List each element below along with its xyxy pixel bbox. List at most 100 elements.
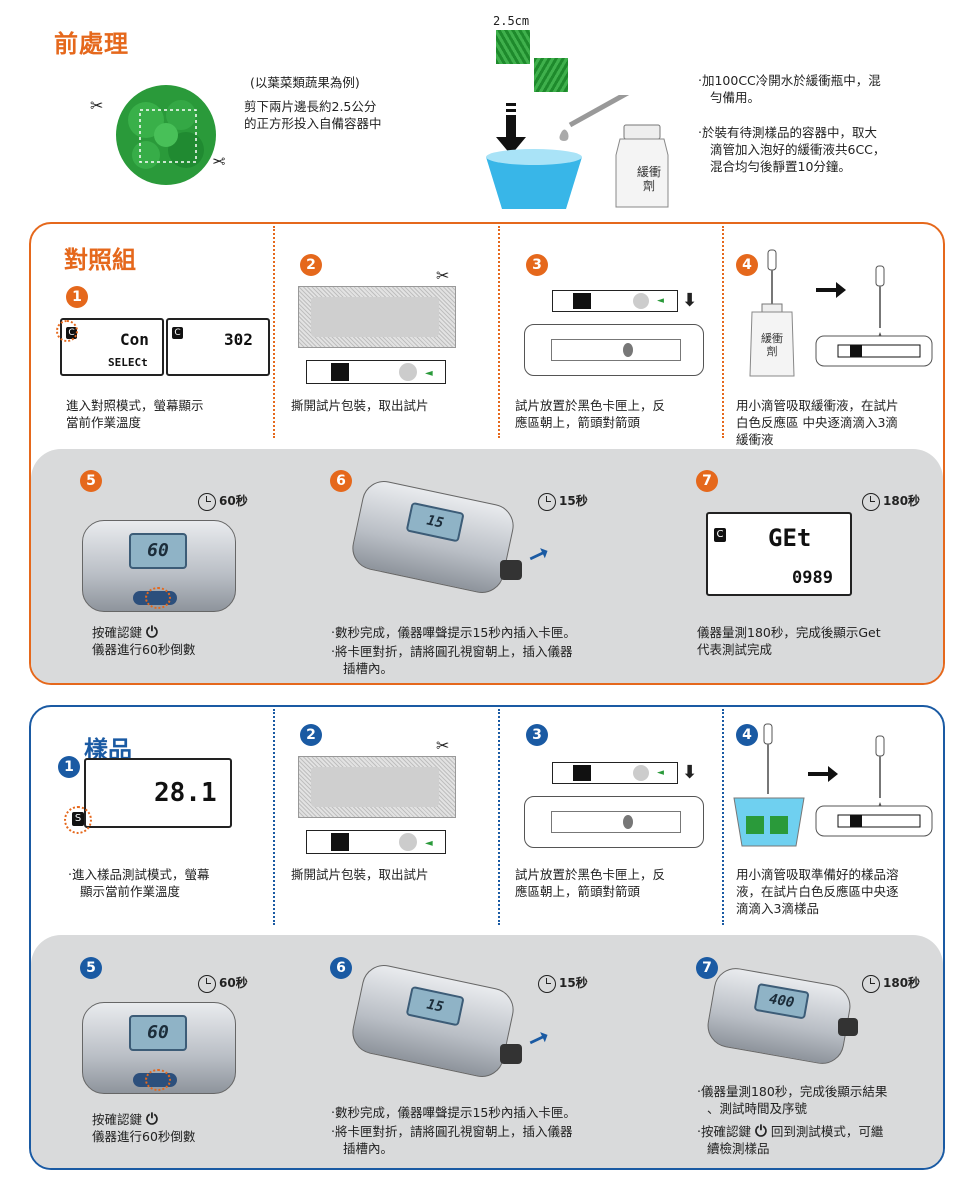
scissors-icon: ✂ [212, 152, 226, 171]
control-s7-text-2: 代表測試完成 [697, 642, 773, 657]
clock-icon [198, 492, 216, 511]
control-s3-text-1: 試片放置於黑色卡匣上，反 [515, 398, 666, 413]
leaf-square [496, 30, 530, 64]
control-s5-text-2: 儀器進行60秒倒數 [92, 642, 196, 657]
test-strip: ◄ [552, 290, 678, 312]
control-panel [29, 222, 945, 685]
lcd-con-text: Con [120, 330, 149, 349]
sample-panel [29, 705, 945, 1170]
step-2-badge: 2 [300, 254, 322, 276]
power-icon: ⏻ [146, 623, 158, 641]
cartridge-slot [500, 1044, 522, 1064]
sample-s6-text-3: 插槽內。 [343, 1141, 394, 1156]
sample-s7-text-3: ‧按確認鍵 ⏻ 回到測試模式，可繼 [697, 1122, 884, 1140]
test-strip: ◄ [552, 762, 678, 784]
strip-package [298, 756, 456, 818]
cartridge-slot [838, 1018, 858, 1036]
timer-60: 60秒 [198, 492, 248, 511]
buffer-bottle-label: 緩衝劑 [761, 332, 783, 358]
pre-note2-line1: ‧於裝有待測樣品的容器中，取大 [698, 125, 877, 140]
test-strip: ◄ [306, 830, 446, 854]
control-s2-text: 撕開試片包裝，取出試片 [291, 398, 429, 413]
step-5-badge: 5 [80, 957, 102, 979]
cartridge [524, 796, 704, 848]
power-icon: ⏻ [754, 1122, 767, 1140]
control-s4-text-2: 白色反應區 中央逐滴滴入3滴 [736, 415, 898, 430]
pre-cut-text-1: 剪下兩片邊長約2.5公分 [244, 99, 377, 114]
timer-180: 180秒 [862, 974, 920, 993]
step-7-badge: 7 [696, 470, 718, 492]
step-1-badge: 1 [66, 286, 88, 308]
test-strip: ◄ [306, 360, 446, 384]
mode-c-icon: C [714, 528, 726, 542]
sample-s3-text-1: 試片放置於黑色卡匣上，反 [515, 867, 666, 882]
mode-c-icon: C [172, 327, 183, 339]
highlight-circle [56, 320, 78, 342]
lcd-get-text: GEt [768, 524, 812, 552]
sample-s1-text-2: 顯示當前作業溫度 [80, 884, 181, 899]
sample-s6-text-1: ‧數秒完成，儀器嗶聲提示15秒內插入卡匣。 [331, 1105, 576, 1120]
dropper-illustration [749, 249, 933, 377]
mode-s-icon: S [72, 812, 84, 826]
sample-s5-text-1: 按確認鍵 ⏻ [92, 1110, 158, 1128]
pre-note1-line1: ‧加100CC冷開水於緩衝瓶中，混 [698, 73, 881, 88]
dropper-illustration [733, 723, 933, 847]
analyzer-device: 60 [82, 1002, 236, 1094]
pre-cut-text-2: 的正方形投入自備容器中 [244, 116, 382, 131]
step-1-badge: 1 [58, 756, 80, 778]
cartridge-slot [500, 560, 522, 580]
control-s4-text-1: 用小滴管吸取緩衝液，在試片 [736, 398, 899, 413]
power-icon: ⏻ [146, 1110, 158, 1128]
clock-icon [538, 974, 556, 993]
step-6-badge: 6 [330, 470, 352, 492]
timer-15: 15秒 [538, 974, 588, 993]
sample-s3-text-2: 應區朝上，箭頭對箭頭 [515, 884, 641, 899]
pre-title: 前處理 [54, 30, 129, 58]
leafy-vegetable-image [116, 85, 216, 185]
sample-s2-text: 撕開試片包裝，取出試片 [291, 867, 429, 882]
divider [498, 709, 500, 925]
step-5-badge: 5 [80, 470, 102, 492]
control-s7-text-1: 儀器量測180秒，完成後顯示Get [697, 625, 881, 640]
control-s6-text-2: ‧將卡匣對折，請將圓孔視窗朝上，插入儀器 [331, 644, 573, 659]
step-3-badge: 3 [526, 724, 548, 746]
size-label: 2.5cm [493, 14, 530, 28]
control-s6-text-3: 插槽內。 [343, 661, 394, 676]
confirm-button-highlight [145, 1069, 171, 1091]
scissors-icon: ✂ [436, 736, 450, 755]
divider [273, 226, 275, 438]
device-screen: 15 [405, 985, 465, 1027]
clock-icon [538, 492, 556, 511]
control-title: 對照組 [64, 246, 136, 274]
control-s1-text-1: 進入對照模式，螢幕顯示 [66, 398, 204, 413]
control-s6-text-1: ‧數秒完成，儀器嗶聲提示15秒內插入卡匣。 [331, 625, 576, 640]
divider [498, 226, 500, 438]
lcd-display: C GEt 0989 [706, 512, 852, 596]
sample-s4-text-3: 滴滴入3滴樣品 [736, 901, 819, 916]
sample-s7-text-1: ‧儀器量測180秒，完成後顯示結果 [697, 1084, 888, 1099]
sample-s4-text-2: 液，在試片白色反應區中央逐 [736, 884, 899, 899]
highlight-circle [64, 806, 92, 834]
step-6-badge: 6 [330, 957, 352, 979]
clock-icon [862, 492, 880, 511]
divider [722, 226, 724, 438]
lcd-serial-text: 0989 [792, 568, 833, 588]
timer-60: 60秒 [198, 974, 248, 993]
pre-process-illustration [486, 95, 669, 209]
arrow-down-icon: ⬇ [682, 762, 698, 783]
sample-s7-text-4: 續檢測樣品 [707, 1141, 770, 1156]
lcd-display: 28.1 [84, 758, 232, 828]
buffer-bottle-label: 緩衝劑 [636, 165, 661, 193]
strip-package [298, 286, 456, 348]
lcd-select-text: SELECt [108, 356, 148, 369]
control-s5-text-1: 按確認鍵 ⏻ [92, 623, 158, 641]
scissors-icon: ✂ [436, 266, 450, 285]
timer-15: 15秒 [538, 492, 588, 511]
control-s3-text-2: 應區朝上，箭頭對箭頭 [515, 415, 641, 430]
pre-note2-line2: 滴管加入泡好的緩衝液共6CC， [710, 142, 886, 157]
clock-icon [862, 974, 880, 993]
divider [273, 709, 275, 925]
device-screen: 60 [129, 1015, 187, 1051]
sample-s6-text-2: ‧將卡匣對折，請將圓孔視窗朝上，插入儀器 [331, 1124, 573, 1139]
confirm-button-highlight [145, 587, 171, 609]
